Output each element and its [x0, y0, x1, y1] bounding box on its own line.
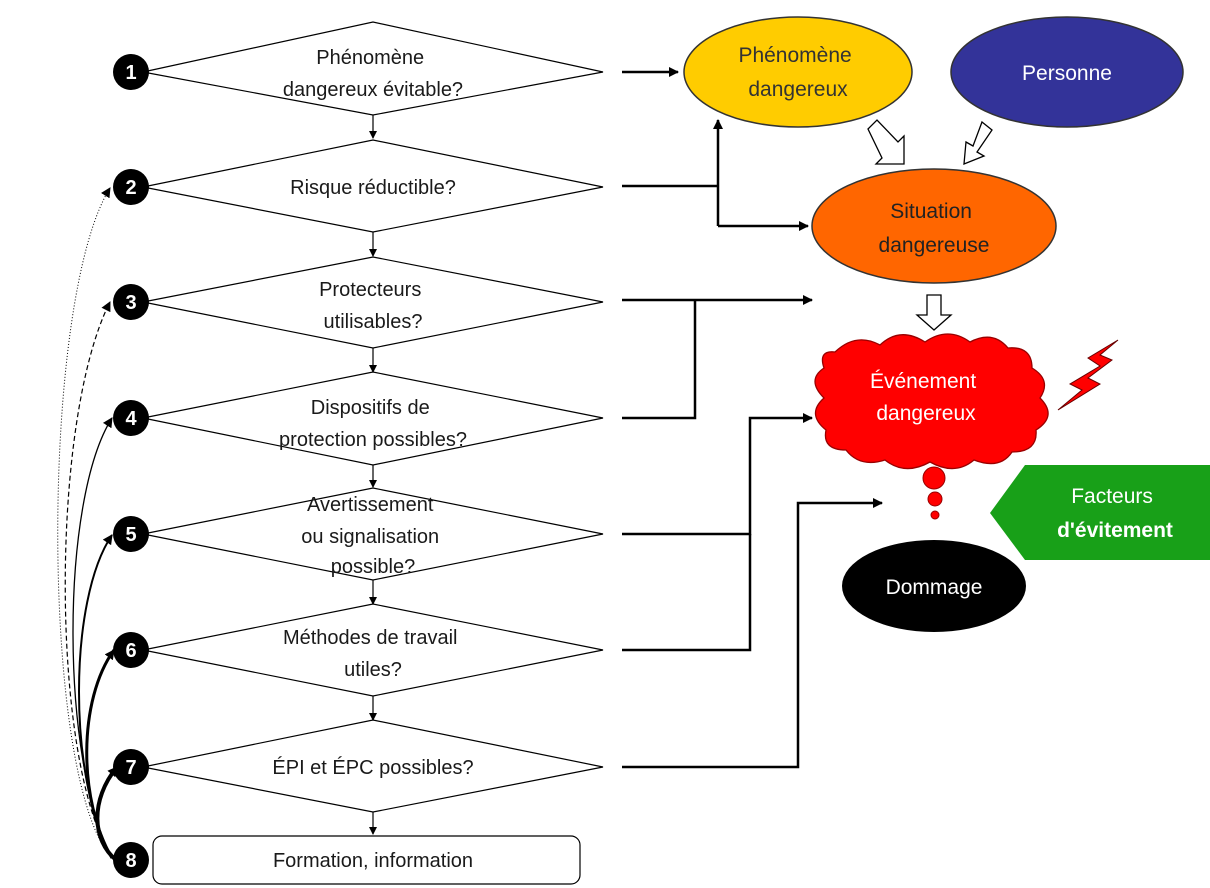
step-1-text: Phénomène dangereux évitable?: [283, 47, 463, 101]
decision-diamond-4: [142, 371, 604, 466]
step-4-text: Dispositifs de protection possibles?: [279, 397, 467, 451]
decision-diamond-3: [142, 256, 604, 349]
feedback-curves: [57, 187, 119, 862]
svg-text:Phénomène dangereux: Phénomène dangereux: [738, 44, 857, 101]
decision-diamond-6: [142, 603, 604, 697]
step-3-circle: [113, 284, 149, 320]
step-2-text: Risque réductible?: [290, 177, 456, 199]
svg-text:Facteurs d'évitement: Facteurs d'évitement: [1057, 485, 1173, 542]
hollow-arrow-phenomene-icon: [867, 119, 905, 165]
evenement-cloud: [814, 333, 1049, 470]
facteurs-shape: [990, 465, 1210, 560]
step-7-circle: [113, 749, 149, 785]
step-8-number: 8: [125, 850, 136, 872]
hollow-arrow-personne-icon: [963, 120, 993, 165]
svg-text:Événement dangereux: Événement dangereux: [870, 370, 982, 425]
decision-diamond-7: [142, 719, 604, 813]
decision-diamonds: [142, 21, 604, 813]
step-6-text: Méthodes de travail utiles?: [283, 627, 463, 681]
step-5-circle: [113, 516, 149, 552]
step-2-number: 2: [125, 177, 136, 199]
personne-label: Personne: [1022, 62, 1112, 85]
lightning-icon: [1057, 339, 1119, 411]
step-8-text: Formation, information: [273, 850, 473, 872]
dommage-label: Dommage: [886, 576, 983, 599]
step-numbers: 1 2 3 4 5 6 7 8: [113, 54, 149, 878]
decision-diamond-2: [142, 139, 604, 233]
step-5-number: 5: [125, 524, 136, 546]
step-3-number: 3: [125, 292, 136, 314]
step-3-text: Protecteurs utilisables?: [319, 279, 427, 333]
connector-lines: [622, 67, 883, 769]
decision-diamond-5: [142, 487, 604, 581]
step-1-number: 1: [125, 62, 136, 84]
phenomene-ellipse: [683, 16, 913, 128]
step-7-text: ÉPI et ÉPC possibles?: [272, 756, 473, 779]
step-8-circle: [113, 842, 149, 878]
step-7-number: 7: [125, 757, 136, 779]
step-6-circle: [113, 632, 149, 668]
personne-ellipse: [950, 16, 1184, 128]
step-6-number: 6: [125, 640, 136, 662]
step-1-circle: [113, 54, 149, 90]
thought-bubbles: [922, 466, 946, 520]
svg-text:Situation dangereuse: Situation dangereuse: [879, 200, 990, 257]
step-4-number: 4: [125, 408, 137, 430]
step-8-box: [152, 835, 581, 885]
hollow-arrow-situation-icon: [915, 294, 953, 331]
decision-diamond-1: [142, 21, 604, 116]
dommage-ellipse: [842, 540, 1026, 632]
step-4-circle: [113, 400, 149, 436]
hollow-arrows: [867, 119, 993, 331]
situation-ellipse: [811, 168, 1057, 284]
step-5-text: Avertissement ou signalisation possible?: [301, 494, 444, 578]
step-2-circle: [113, 169, 149, 205]
